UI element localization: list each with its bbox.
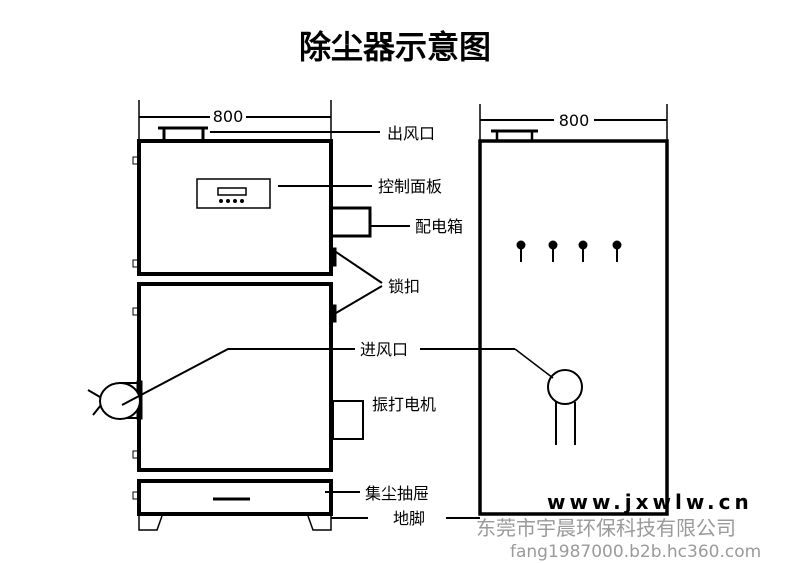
lower-cabinet <box>137 282 333 472</box>
outlet-pipe <box>158 126 208 140</box>
dimension-right: 800 <box>559 111 590 130</box>
control-panel <box>196 178 271 209</box>
label-feet: 地脚 <box>393 509 425 528</box>
inlet-pipe <box>87 380 143 420</box>
watermark-company: 东莞市宇晨环保科技有限公司 <box>476 516 736 540</box>
dimension-left: 800 <box>213 107 244 126</box>
side-inlet <box>547 369 583 445</box>
label-vibration-motor: 振打电机 <box>372 395 436 414</box>
watermark-url: fang1987000.b2b.hc360.com <box>510 542 761 562</box>
label-control-panel: 控制面板 <box>378 177 442 196</box>
distribution-box <box>329 206 372 238</box>
dust-drawer <box>137 479 333 516</box>
label-distribution-box: 配电箱 <box>415 217 463 236</box>
label-outlet: 出风口 <box>387 124 435 143</box>
diagram-title: 除尘器示意图 <box>299 28 491 66</box>
foot-right <box>307 515 332 531</box>
front-view <box>87 100 554 531</box>
foot-left <box>138 515 163 531</box>
label-inlet: 进风口 <box>360 340 408 359</box>
label-lock: 锁扣 <box>388 277 420 296</box>
vibration-motor <box>332 400 364 440</box>
watermark-site: www.jxwlw.cn <box>547 490 753 514</box>
lock-upper <box>330 247 337 267</box>
label-dust-drawer: 集尘抽屉 <box>365 484 429 503</box>
side-view <box>478 104 669 516</box>
knobs <box>516 240 622 262</box>
